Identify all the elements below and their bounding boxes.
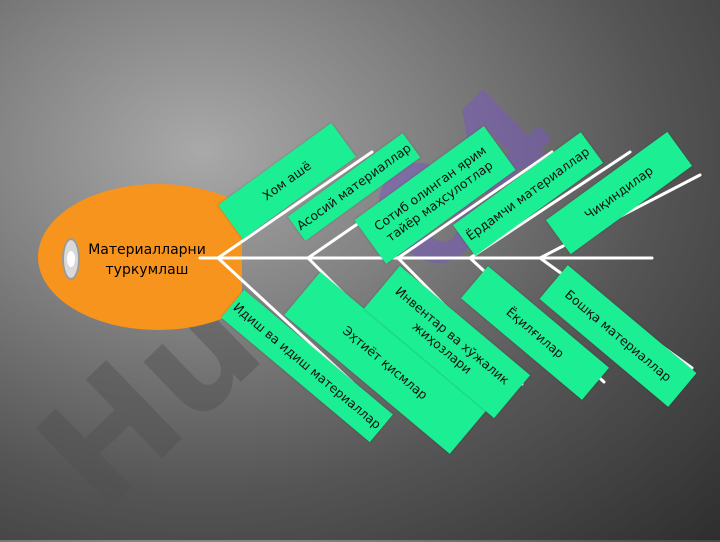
rib-top-3	[396, 150, 554, 260]
fish-eye-icon	[62, 238, 80, 280]
rib-top-4	[468, 150, 632, 260]
head-label: Материалларни туркумлаш	[88, 242, 206, 278]
rib-top-1	[216, 150, 374, 260]
